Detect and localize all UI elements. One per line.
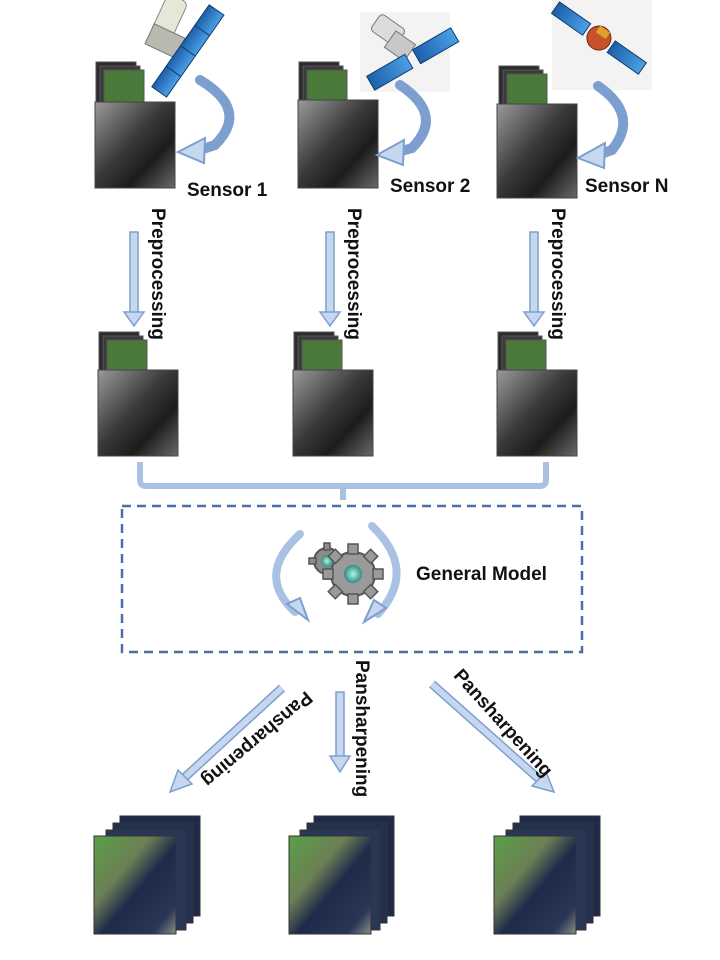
pansharpening-arrow-center [328, 691, 352, 774]
general-model-label: General Model [416, 564, 547, 585]
output-image-stack-2 [288, 815, 395, 935]
cycle-arrowhead-right [361, 598, 388, 625]
sensor-1-image-stack [94, 61, 176, 189]
satellite-1-icon [144, 0, 225, 98]
cycle-arrow-right [368, 522, 401, 618]
cycle-arrowhead-left [285, 596, 311, 623]
sensor-2-label: Sensor 2 [390, 176, 471, 197]
sensor-n-image-stack [496, 65, 578, 199]
preprocessing-arrow-1 [122, 231, 146, 328]
sensor-1-curved-arrow [195, 75, 235, 155]
sensor-2-curved-arrow [393, 80, 431, 157]
sensor-n-curved-arrowhead [575, 141, 607, 170]
preprocessed-image-stack-n [496, 331, 578, 457]
preprocessing-arrow-2 [318, 231, 342, 328]
preprocessing-label-n: Preprocessing [547, 208, 568, 340]
sensor-n-label: Sensor N [585, 176, 669, 197]
sensor-1-label: Sensor 1 [187, 180, 268, 201]
output-image-stack-1 [93, 815, 201, 935]
output-image-stack-n [493, 815, 601, 935]
gear-icon [308, 542, 384, 605]
preprocessing-label-1: Preprocessing [147, 208, 168, 340]
pansharpening-label-center: Pansharpening [351, 660, 372, 798]
satellite-2-icon [360, 12, 460, 92]
preprocessing-label-2: Preprocessing [343, 208, 364, 340]
sensor-2-image-stack [297, 61, 379, 189]
pansharpening-arrow-left [168, 684, 286, 794]
satellite-n-icon [550, 0, 652, 90]
sensor-1-curved-arrowhead [175, 136, 207, 165]
merge-bracket [137, 462, 549, 489]
preprocessing-arrow-n [522, 231, 546, 328]
preprocessed-image-stack-2 [292, 331, 374, 457]
general-model-box [120, 504, 584, 654]
preprocessed-image-stack-1 [97, 331, 179, 457]
sensor-2-curved-arrowhead [374, 138, 406, 167]
sensor-n-curved-arrow [593, 81, 629, 160]
pansharpening-arrow-right [429, 680, 556, 794]
